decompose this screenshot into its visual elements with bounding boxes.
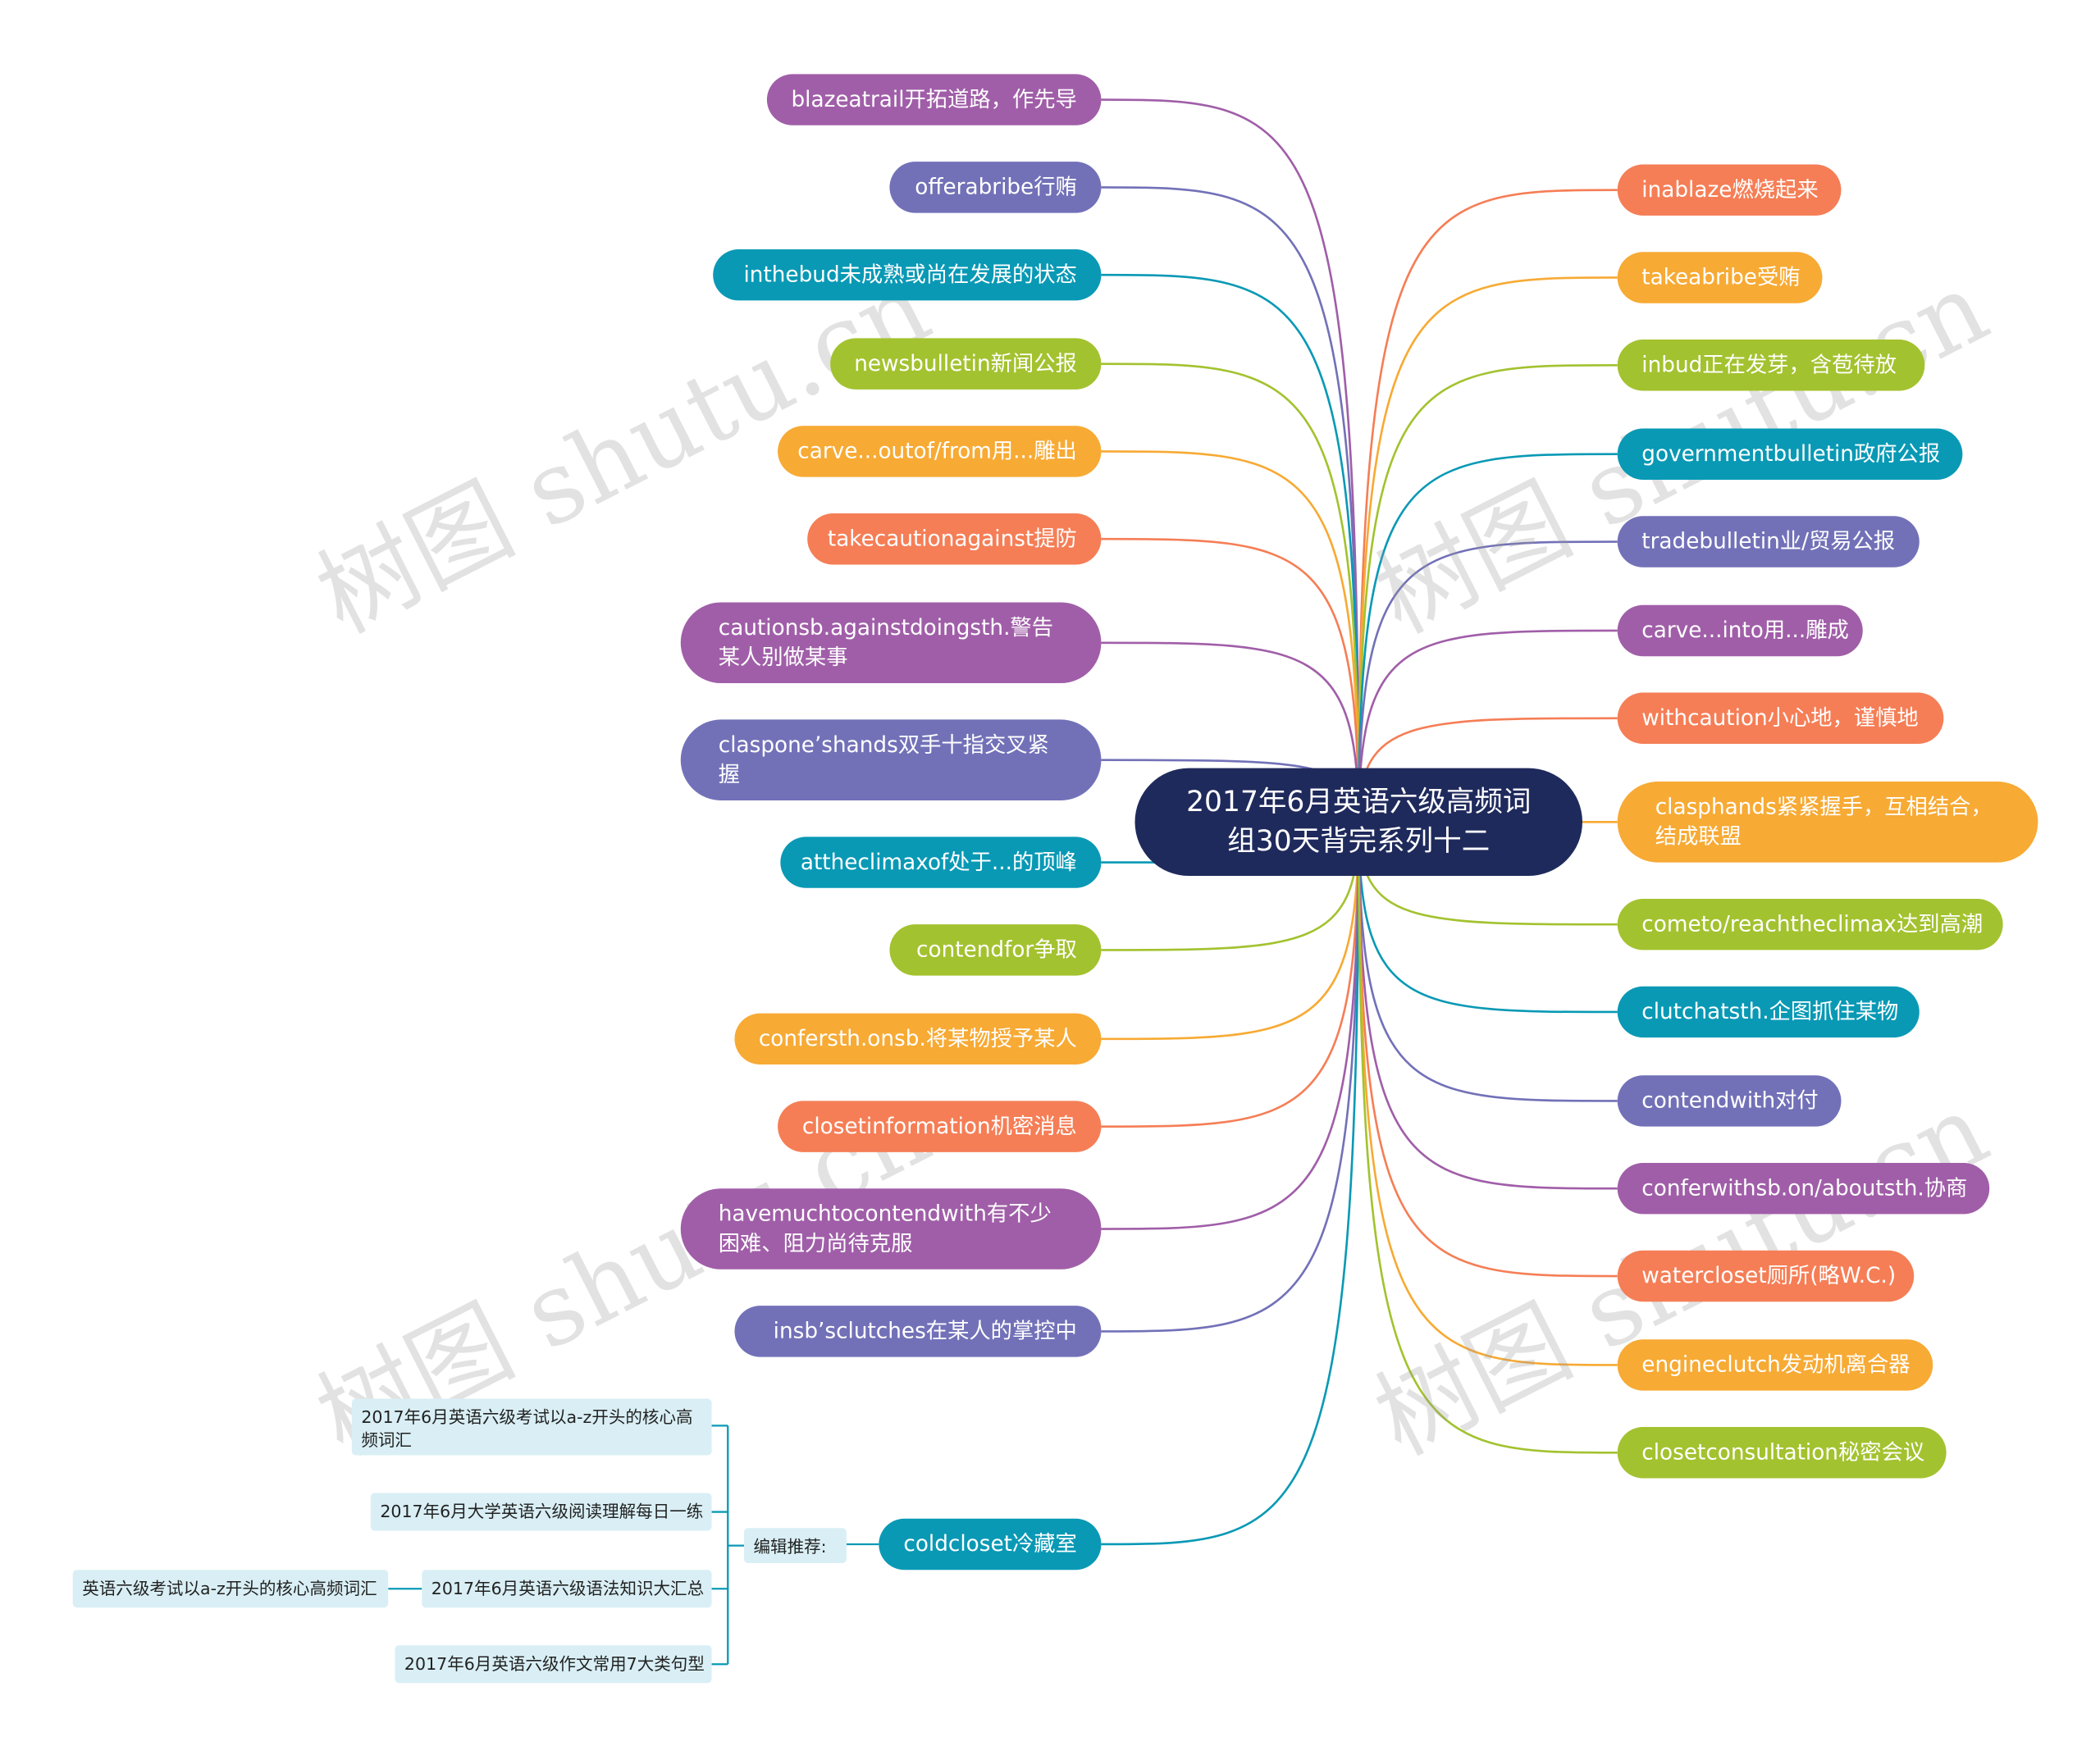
node-label: governmentbulletin政府公报 [1641,440,1941,467]
node-label: tradebulletin业/贸易公报 [1641,528,1896,554]
branch-node[interactable]: confersth.onsb.将某物授予某人 [734,1013,1102,1065]
branch-node[interactable]: offerabribe行贿 [889,162,1102,213]
connector-line [1101,98,1360,823]
recommend-sub-link[interactable]: 英语六级考试以a-z开头的核心高频词汇 [72,1570,389,1608]
node-label: takeabribe受贿 [1641,264,1801,290]
branch-node[interactable]: inbud正在发芽，含苞待放 [1617,340,1925,391]
node-label: inthebud未成熟或尚在发展的状态 [743,261,1077,287]
branch-node[interactable]: contendfor争取 [889,924,1102,976]
connector-line [1357,822,1618,1102]
branch-node[interactable]: closetinformation机密消息 [778,1101,1102,1152]
node-label: clasphands紧紧握手，互相结合，结成联盟 [1655,793,1993,850]
branch-node[interactable]: takecautionagainst提防 [807,513,1102,565]
connector-line [1101,822,1360,1041]
node-label: engineclutch发动机离合器 [1641,1352,1911,1378]
node-label: contendfor争取 [916,936,1077,963]
connector-line [1357,540,1618,823]
connector-line [1101,822,1360,1128]
connector-line [1101,822,1360,1546]
branch-node[interactable]: engineclutch发动机离合器 [1617,1339,1933,1391]
node-label: carve...outof/from用...雕出 [797,438,1077,464]
connector-line [1101,537,1360,823]
branch-node[interactable]: governmentbulletin政府公报 [1617,428,1963,480]
branch-node[interactable]: clutchatsth.企图抓住某物 [1617,986,1920,1038]
branch-node[interactable]: havemuchtocontendwith有不少困难、阻力尚待克服 [680,1188,1102,1270]
node-label: withcaution小心地，谨慎地 [1641,704,1919,731]
branch-node[interactable]: carve...into用...雕成 [1617,604,1863,657]
branch-node[interactable]: newsbulletin新闻公报 [830,338,1102,390]
connector-line [1357,822,1618,1454]
recommend-link[interactable]: 2017年6月英语六级作文常用7大类句型 [395,1645,712,1684]
connector-line [1357,276,1618,823]
branch-node[interactable]: inthebud未成熟或尚在发展的状态 [713,248,1102,301]
recommend-link[interactable]: 2017年6月英语六级语法知识大汇总 [422,1570,712,1608]
recommend-label: 编辑推荐: [743,1528,847,1563]
branch-node[interactable]: cometo/reachtheclimax达到高潮 [1617,898,2003,950]
connector-line [1101,641,1360,823]
connector-line [1357,363,1618,823]
node-label: insb’sclutches在某人的掌控中 [773,1317,1077,1344]
node-label: takecautionagainst提防 [827,525,1077,552]
connector-line [1357,822,1618,1366]
node-label: newsbulletin新闻公报 [854,350,1077,376]
connector-line [1101,822,1360,1230]
recommend-link[interactable]: 2017年6月英语六级考试以a-z开头的核心高频词汇 [351,1398,712,1456]
branch-node[interactable]: cautionsb.againstdoingsth.警告某人别做某事 [680,602,1102,684]
branch-node[interactable]: blazeatrail开拓道路，作先导 [766,74,1102,125]
connector-line [1357,629,1618,823]
branch-node[interactable]: conferwithsb.on/aboutsth.协商 [1617,1162,1990,1215]
recommend-link[interactable]: 2017年6月大学英语六级阅读理解每日一练 [370,1493,712,1531]
node-label: conferwithsb.on/aboutsth.协商 [1641,1174,1968,1201]
node-label: offerabribe行贿 [915,173,1077,200]
connector-line [1101,450,1360,823]
branch-node[interactable]: inablaze燃烧起来 [1617,164,1842,216]
branch-node[interactable]: closetconsultation秘密会议 [1617,1427,1947,1479]
branch-node[interactable]: attheclimaxof处于...的顶峰 [780,837,1102,888]
connector-line [1357,822,1618,1014]
node-label: contendwith对付 [1641,1087,1819,1114]
node-label: inbud正在发芽，含苞待放 [1641,351,1897,378]
connector-line [1357,822,1618,1278]
connector-line [1101,362,1360,823]
branch-node[interactable]: withcaution小心地，谨慎地 [1617,692,1944,744]
node-label: blazeatrail开拓道路，作先导 [791,86,1077,112]
branch-node[interactable]: coldcloset冷藏室 [879,1518,1102,1570]
node-label: closetconsultation秘密会议 [1641,1438,1925,1466]
node-label: claspone’shands双手十指交叉紧握 [718,732,1049,787]
central-topic[interactable]: 2017年6月英语六级高频词组30天背完系列十二 [1134,768,1582,877]
node-label: attheclimaxof处于...的顶峰 [800,849,1077,875]
node-label: carve...into用...雕成 [1641,617,1849,643]
connector-line [1357,822,1618,1190]
branch-node[interactable]: tradebulletin业/贸易公报 [1617,516,1920,568]
branch-node[interactable]: takeabribe受贿 [1617,252,1823,303]
branch-node[interactable]: insb’sclutches在某人的掌控中 [734,1306,1102,1357]
connector-line [1357,453,1618,823]
connector-line [1101,186,1360,823]
node-label: coldcloset冷藏室 [903,1530,1077,1557]
node-label: confersth.onsb.将某物授予某人 [758,1025,1077,1051]
node-label: watercloset厕所(略W.C.) [1641,1262,1897,1288]
central-topic-title: 2017年6月英语六级高频词组30天背完系列十二 [1186,785,1532,858]
branch-node[interactable]: clasphands紧紧握手，互相结合，结成联盟 [1617,781,2038,863]
connector-line [1357,189,1618,823]
node-label: cometo/reachtheclimax达到高潮 [1641,910,1984,937]
node-label: cautionsb.againstdoingsth.警告某人别做某事 [718,614,1054,670]
connector-line [1101,273,1360,823]
node-label: closetinformation机密消息 [801,1113,1077,1139]
connector-line [1101,822,1360,1333]
branch-node[interactable]: contendwith对付 [1617,1075,1842,1127]
node-label: havemuchtocontendwith有不少困难、阻力尚待克服 [718,1201,1052,1256]
node-label: inablaze燃烧起来 [1641,176,1819,203]
branch-node[interactable]: carve...outof/from用...雕出 [778,426,1102,477]
branch-node[interactable]: watercloset厕所(略W.C.) [1617,1250,1915,1302]
branch-node[interactable]: claspone’shands双手十指交叉紧握 [680,719,1102,801]
node-label: clutchatsth.企图抓住某物 [1641,998,1899,1024]
